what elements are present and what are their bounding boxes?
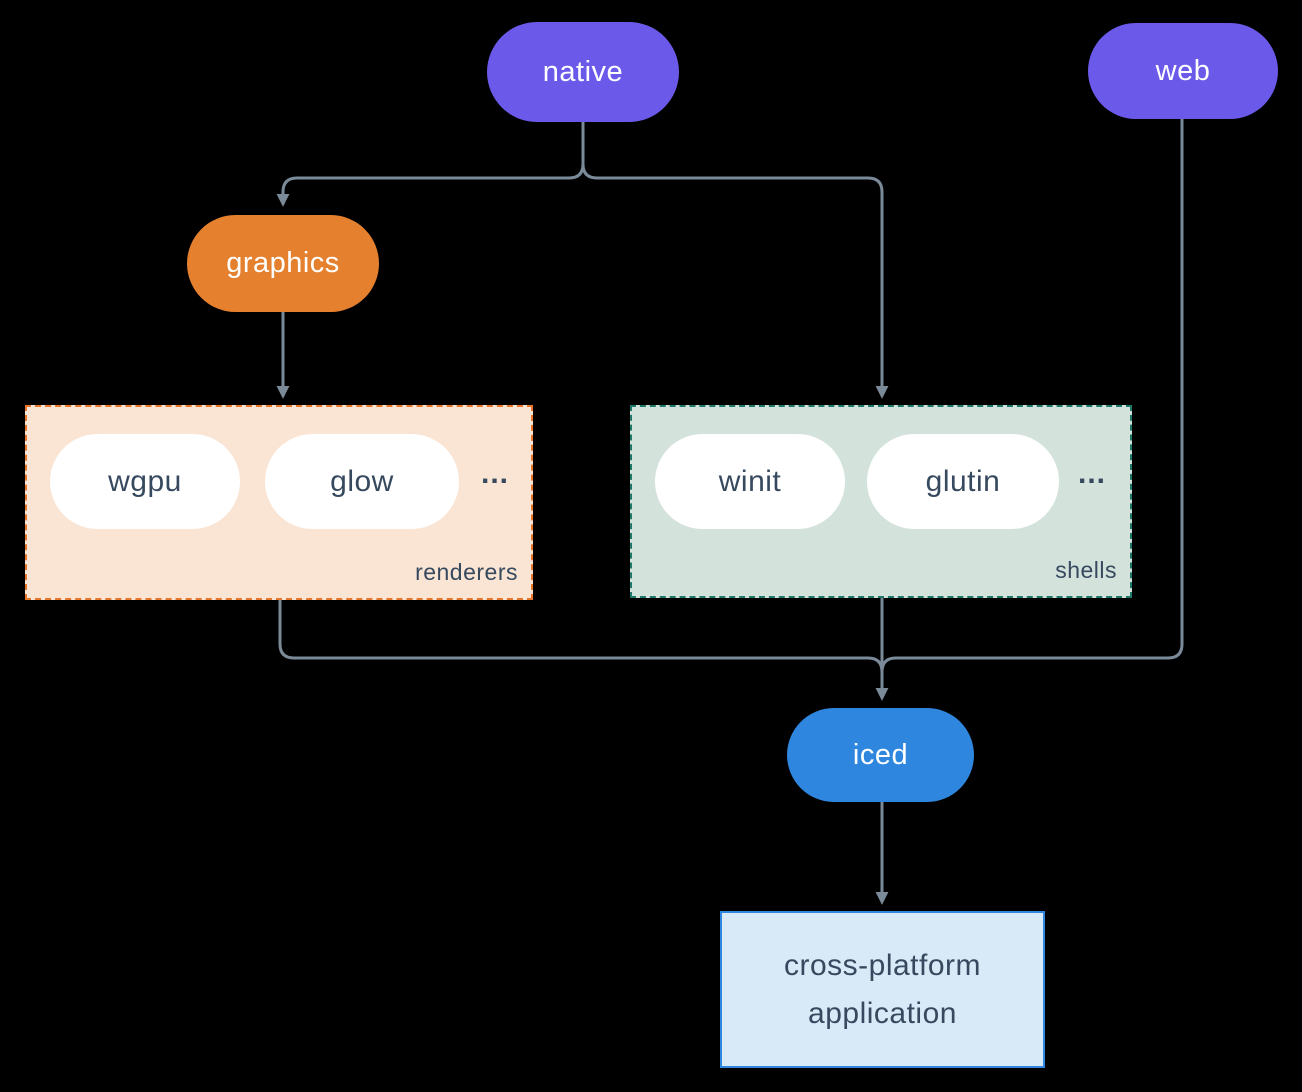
renderers-caption: renderers <box>415 559 518 585</box>
edge-web-junction <box>880 119 1184 673</box>
node-iced-label: iced <box>852 738 909 771</box>
edge-native-shells <box>581 122 889 399</box>
node-native-label: native <box>542 55 624 88</box>
node-graphics: graphics <box>187 215 379 312</box>
node-native: native <box>487 22 679 122</box>
node-winit-label: winit <box>718 464 782 498</box>
edge-renderers-junction <box>278 600 884 673</box>
node-graphics-label: graphics <box>226 247 340 279</box>
node-wgpu-label: wgpu <box>108 464 182 498</box>
node-winit: winit <box>655 434 845 529</box>
node-glutin-label: glutin <box>925 464 1001 498</box>
node-glutin: glutin <box>867 434 1059 529</box>
node-iced: iced <box>787 708 974 802</box>
renderers-ellipsis: ... <box>480 457 509 490</box>
node-web: web <box>1088 23 1278 119</box>
node-glow: glow <box>265 434 459 529</box>
node-wgpu: wgpu <box>50 434 240 529</box>
group-shells: winit glutin ... shells <box>630 405 1132 598</box>
shells-ellipsis: ... <box>1077 457 1106 490</box>
edge-native-graphics <box>276 122 585 207</box>
group-renderers: wgpu glow ... renderers <box>25 405 533 600</box>
node-cross-platform-application: cross-platform application <box>720 911 1045 1068</box>
shells-caption: shells <box>1055 557 1117 583</box>
node-glow-label: glow <box>330 464 394 498</box>
node-app-label: cross-platform application <box>783 948 982 1030</box>
node-web-label: web <box>1155 54 1211 87</box>
